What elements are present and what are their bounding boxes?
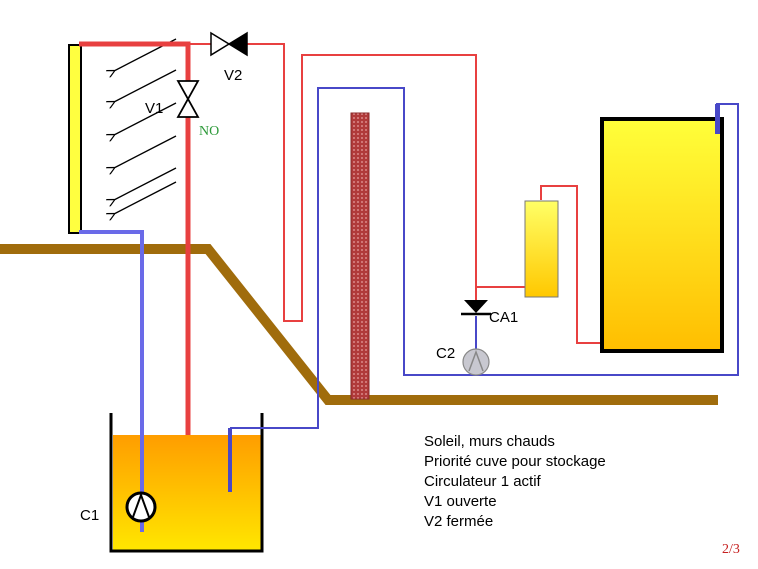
caption-line: Circulateur 1 actif [424,473,541,490]
ground-line [0,244,718,405]
heat-exchanger-mesh [350,112,370,400]
hot-pipe-secondary [188,43,530,322]
auxiliary-heater [524,200,559,298]
storage-unit [600,117,724,353]
hot-pipe-main [79,41,191,435]
caption-line: V2 fermée [424,513,494,530]
label-c1: C1 [80,507,99,524]
valve-v1-icon [176,80,200,118]
label-c2: C2 [436,345,455,362]
check-valve-ca1-icon [461,300,491,316]
label-v1: V1 [145,100,163,117]
cold-pipe-main [79,230,144,532]
valve-v2-icon [210,31,248,57]
status-caption: Soleil, murs chauds Priorité cuve pour s… [424,432,606,532]
cold-pipe-secondary [230,87,739,429]
sun-rays [114,38,177,214]
circulator-c1-icon [125,491,157,523]
storage-unit-inlet [715,104,720,134]
label-ca1: CA1 [489,309,518,326]
page-number: 2/3 [722,542,740,557]
caption-line: Priorité cuve pour stockage [424,453,606,470]
label-v2: V2 [224,67,242,84]
caption-line: V1 ouverte [424,493,497,510]
circulator-c2-icon [462,348,490,376]
solar-wall-panel [68,44,82,234]
caption-line: Soleil, murs chauds [424,433,555,450]
label-no: NO [199,124,219,139]
